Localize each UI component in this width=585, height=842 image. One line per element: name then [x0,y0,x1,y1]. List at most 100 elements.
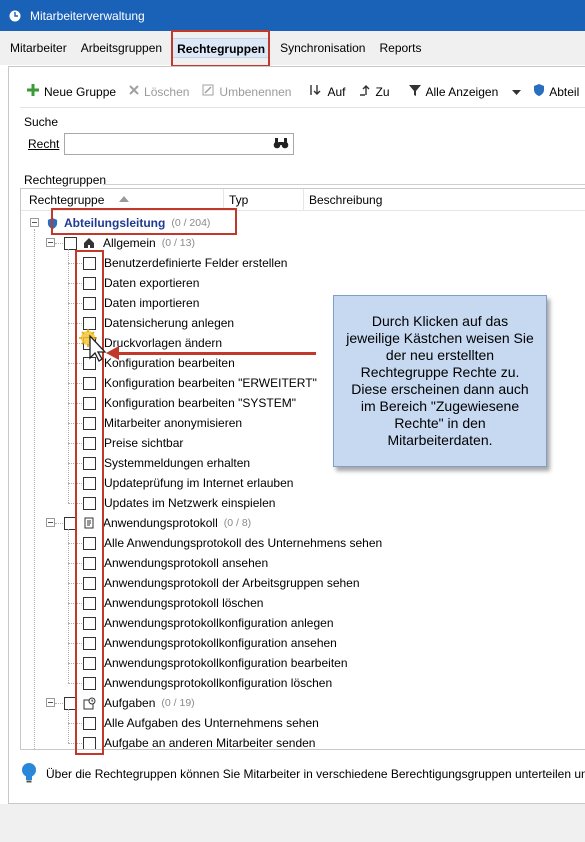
right-checkbox[interactable] [83,316,96,330]
move-up-button[interactable]: Auf [303,80,351,104]
collapse-toggle[interactable] [46,518,55,527]
right-checkbox[interactable] [83,476,96,490]
tree-node-right[interactable]: Konfiguration bearbeiten [83,353,235,373]
tree-node-right[interactable]: Konfiguration bearbeiten "ERWEITERT" [83,373,317,393]
tree-node-label: Daten importieren [104,296,200,310]
tree-connector [55,243,65,244]
menu-item-reports[interactable]: Reports [379,41,422,55]
menu-item-mitarbeiter[interactable]: Mitarbeiter [10,41,67,55]
tree-node-right[interactable]: Alle Aufgaben des Unternehmens sehen [83,713,319,733]
tree-node-right[interactable]: Aufgabe an anderen Mitarbeiter senden [83,733,315,749]
tree-node-count: (0 / 19) [161,697,195,709]
tree-node-right[interactable]: Anwendungsprotokoll ansehen [83,553,268,573]
right-checkbox[interactable] [83,416,96,430]
plus-icon [26,83,40,100]
right-checkbox[interactable] [83,616,96,630]
binoculars-icon[interactable] [273,137,289,152]
right-checkbox[interactable] [83,396,96,410]
tree-node-label: Anwendungsprotokoll ansehen [104,556,269,570]
menu-item-synchronisation[interactable]: Synchronisation [280,41,366,55]
tree-node-right[interactable]: Datensicherung anlegen [83,313,234,333]
tree-node-right[interactable]: Systemmeldungen erhalten [83,453,250,473]
show-all-button[interactable]: Alle Anzeigen [402,80,528,104]
tree-node-right[interactable]: Updates im Netzwerk einspielen [83,493,275,513]
right-checkbox[interactable] [83,496,96,510]
column-header-typ[interactable]: Typ [229,193,249,207]
tree-node-label: Konfiguration bearbeiten "SYSTEM" [104,396,296,410]
recht-field-label: Recht [28,137,60,151]
x-icon [128,84,140,99]
arrow-down-icon [309,83,323,100]
collapse-toggle[interactable] [46,698,55,707]
right-checkbox[interactable] [83,576,96,590]
cursor-click-icon [78,328,108,367]
tree-header: Rechtegruppe Typ Beschreibung [21,189,585,211]
tree-node-group[interactable]: Anwendungsprotokoll(0 / 8) [64,513,251,533]
collapse-toggle[interactable] [30,218,39,227]
right-checkbox[interactable] [64,236,77,250]
tree-node-label: Anwendungsprotokoll [103,516,218,530]
department-button[interactable]: Abteil [527,80,585,104]
window-title: Mitarbeiterverwaltung [30,8,145,23]
right-checkbox[interactable] [83,736,96,749]
tree-node-right[interactable]: Anwendungsprotokoll löschen [83,593,263,613]
move-down-button[interactable]: Zu [352,80,396,104]
menu-item-arbeitsgruppen[interactable]: Arbeitsgruppen [80,41,163,55]
right-checkbox[interactable] [83,596,96,610]
tree-node-label: Anwendungsprotokollkonfiguration löschen [104,676,333,690]
dropdown-caret-icon[interactable] [512,85,522,99]
tree-node-label: Updateprüfung im Internet erlauben [104,476,294,490]
recht-search-input[interactable] [64,133,294,155]
right-checkbox[interactable] [83,656,96,670]
annotation-arrow-head [106,346,119,360]
tree-node-right[interactable]: Preise sichtbar [83,433,183,453]
tree-node-right[interactable]: Anwendungsprotokollkonfiguration löschen [83,673,332,693]
tree-node-label: Systemmeldungen erhalten [104,456,251,470]
tree-node-label: Mitarbeiter anonymisieren [104,416,243,430]
tree-node-right[interactable]: Daten importieren [83,293,199,313]
arrow-up-icon [358,83,372,100]
right-checkbox[interactable] [83,716,96,730]
right-checkbox[interactable] [83,436,96,450]
new-group-button[interactable]: Neue Gruppe [20,80,122,104]
tree-connector [68,529,69,683]
collapse-toggle[interactable] [46,238,55,247]
tree-connector [68,249,69,503]
right-checkbox[interactable] [83,536,96,550]
tree-node-right[interactable]: Anwendungsprotokollkonfiguration ansehen [83,633,337,653]
tree-node-label: Alle Anwendungsprotokoll des Unternehmen… [104,536,383,550]
column-header-beschreibung[interactable]: Beschreibung [309,193,383,207]
tree-node-label: Alle Aufgaben des Unternehmens sehen [104,716,319,730]
tree-node-right[interactable]: Anwendungsprotokollkonfiguration bearbei… [83,653,348,673]
right-checkbox[interactable] [83,636,96,650]
column-separator [303,189,304,211]
annotation-arrow [118,352,316,355]
search-section-label: Suche [24,115,59,129]
checkbox-highlight-annotation [75,250,104,755]
tree-node-right[interactable]: Updateprüfung im Internet erlauben [83,473,293,493]
tree-node-right[interactable]: Mitarbeiter anonymisieren [83,413,242,433]
tree-node-group[interactable]: Aufgaben(0 / 19) [64,693,195,713]
rename-button[interactable]: Umbenennen [195,80,297,104]
tree-node-right[interactable]: Daten exportieren [83,273,199,293]
rename-label: Umbenennen [219,84,292,99]
right-checkbox[interactable] [83,456,96,470]
tree-node-right[interactable]: Konfiguration bearbeiten "SYSTEM" [83,393,296,413]
right-checkbox[interactable] [83,376,96,390]
tree-node-group[interactable]: Allgemein(0 / 13) [64,233,195,253]
right-checkbox[interactable] [83,676,96,690]
right-checkbox[interactable] [83,276,96,290]
column-header-rechtegruppe[interactable]: Rechtegruppe [29,193,105,207]
tree-node-right[interactable]: Alle Anwendungsprotokoll des Unternehmen… [83,533,382,553]
tree-node-right[interactable]: Benutzerdefinierte Felder erstellen [83,253,287,273]
right-checkbox[interactable] [83,296,96,310]
right-checkbox[interactable] [83,256,96,270]
delete-button[interactable]: Löschen [122,80,195,104]
tree-node-right[interactable]: Anwendungsprotokoll der Arbeitsgruppen s… [83,573,360,593]
tree-node-label: Daten exportieren [104,276,200,290]
tree-node-right[interactable]: Anwendungsprotokollkonfiguration anlegen [83,613,334,633]
tree-node-label: Anwendungsprotokoll löschen [104,596,264,610]
window-bottom [0,804,585,842]
rights-tree[interactable]: Rechtegruppe Typ Beschreibung Abteilungs… [20,188,585,750]
right-checkbox[interactable] [83,556,96,570]
